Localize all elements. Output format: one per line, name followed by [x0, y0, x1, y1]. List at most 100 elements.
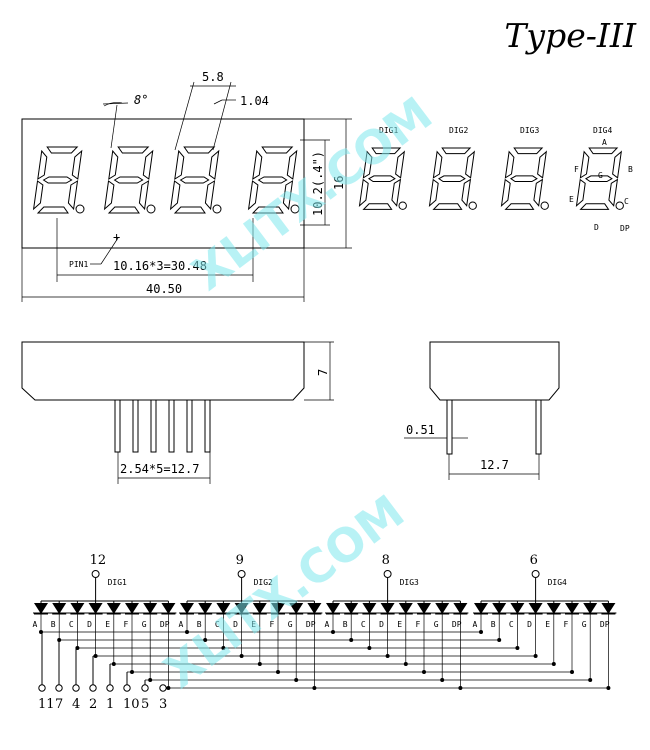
schematic-digit-label-2: DIG2	[254, 578, 273, 587]
segment-pin-terminal-C	[72, 684, 80, 692]
segment-name-3-E: E	[397, 620, 402, 629]
segment-label-g: G	[598, 171, 603, 180]
segment-name-4-DP: DP	[600, 620, 610, 629]
front-digit-4-segment-c	[282, 180, 294, 211]
front-digit-4-segment-e	[247, 180, 259, 211]
segment-label-a: A	[602, 138, 607, 147]
segment-name-1-G: G	[142, 620, 147, 629]
pin1-leader-diagonal	[100, 237, 119, 265]
end-body-outline	[429, 341, 560, 401]
segment-name-1-E: E	[105, 620, 110, 629]
map-digit-3-segment-g	[509, 175, 538, 182]
segment-name-2-A: A	[179, 620, 184, 629]
front-digit-1-segment-e	[32, 180, 44, 211]
map-digit-label-2: DIG2	[449, 126, 468, 135]
map-digit-3-segment-c	[533, 178, 544, 207]
digit-pin-number-3: 8	[382, 553, 390, 568]
diode-2-C	[216, 603, 231, 614]
segment-pin-terminal-D	[89, 684, 97, 692]
segment-name-1-B: B	[51, 620, 56, 629]
map-digit-3-segment-e	[500, 178, 511, 207]
end-view: 0.51 12.7	[404, 341, 560, 480]
diode-3-C	[362, 603, 377, 614]
map-digit-2-dp	[468, 201, 477, 210]
diode-1-E	[106, 603, 121, 614]
map-digit-label-4: DIG4	[593, 126, 612, 135]
map-digit-1-segment-b	[395, 150, 405, 179]
pin-width-label: 0.51	[406, 423, 435, 437]
segment-pin-number-D: 2	[89, 697, 97, 712]
diode-4-G	[583, 603, 598, 614]
front-digit-3-dp	[212, 204, 222, 214]
body-width-label: 40.50	[146, 282, 182, 296]
segment-name-2-G: G	[288, 620, 293, 629]
side-body-outline	[21, 341, 305, 401]
angle-extension-line	[110, 104, 118, 149]
side-pins	[114, 399, 211, 453]
segment-pin-number-G: 5	[141, 697, 149, 712]
digit-pin-number-2: 9	[236, 553, 244, 568]
front-digit-4-dp	[290, 204, 300, 214]
segment-map-digits	[358, 147, 624, 210]
front-digit-3-segment-e	[169, 180, 181, 211]
front-digit-1-segment-f	[37, 149, 48, 180]
segment-name-1-F: F	[124, 620, 129, 629]
diode-3-D	[380, 603, 395, 614]
front-digit-4-segment-b	[286, 149, 298, 180]
drawing-title: Type-III	[504, 16, 637, 55]
angle-arc	[103, 102, 123, 107]
diode-1-D	[88, 603, 103, 614]
diode-3-B	[344, 603, 359, 614]
diode-1-DP	[161, 603, 176, 614]
digit-pin-terminal-1	[91, 570, 100, 578]
map-digit-3-segment-f	[504, 150, 515, 179]
segment-name-3-DP: DP	[452, 620, 462, 629]
diode-4-E	[546, 603, 561, 614]
map-digit-4-dp	[615, 201, 624, 210]
map-digit-4-segment-a	[588, 147, 619, 155]
segment-label-dp: DP	[620, 224, 630, 233]
segment-pitch-label: 5.8	[202, 70, 224, 84]
diode-1-G	[143, 603, 158, 614]
segment-name-1-A: A	[33, 620, 38, 629]
segment-pin-terminal-A	[38, 684, 46, 692]
front-digit-1-segment-b	[71, 149, 83, 180]
end-pin-left	[446, 399, 453, 455]
segment-name-2-C: C	[215, 620, 220, 629]
side-pin-6	[204, 399, 211, 453]
map-digit-2-segment-g	[437, 175, 466, 182]
angle-reference-line	[102, 102, 129, 105]
diode-2-G	[289, 603, 304, 614]
map-digit-2-segment-f	[432, 150, 443, 179]
digit-pin-terminal-3	[383, 570, 392, 578]
segment-pin-terminal-E	[106, 684, 114, 692]
segment-label-f: F	[574, 165, 579, 174]
diode-1-B	[52, 603, 67, 614]
map-digit-3-segment-b	[537, 150, 547, 179]
front-digit-2-segment-c	[138, 180, 150, 211]
map-digit-4-segment-c	[608, 178, 619, 207]
map-digit-3-dp	[540, 201, 549, 210]
segment-name-2-F: F	[270, 620, 275, 629]
end-pin-right	[535, 399, 542, 455]
segment-label-e: E	[569, 195, 574, 204]
front-digit-1-segment-d	[36, 206, 69, 214]
map-digit-3-segment-a	[513, 147, 544, 155]
diode-4-B	[492, 603, 507, 614]
map-digit-1-segment-f	[362, 150, 373, 179]
segment-pin-number-F: 10	[123, 697, 140, 712]
segment-pin-number-DP: 3	[159, 697, 167, 712]
side-pin-3	[150, 399, 157, 453]
segment-name-1-D: D	[87, 620, 92, 629]
side-height-label: 7	[316, 369, 330, 376]
map-digit-1-segment-a	[371, 147, 402, 155]
side-pin-5	[186, 399, 193, 453]
segment-name-4-G: G	[582, 620, 587, 629]
segment-name-3-C: C	[361, 620, 366, 629]
map-digit-1-dp	[398, 201, 407, 210]
map-digit-2-segment-a	[441, 147, 472, 155]
front-digits	[32, 146, 300, 214]
segment-label-c: C	[624, 197, 629, 206]
